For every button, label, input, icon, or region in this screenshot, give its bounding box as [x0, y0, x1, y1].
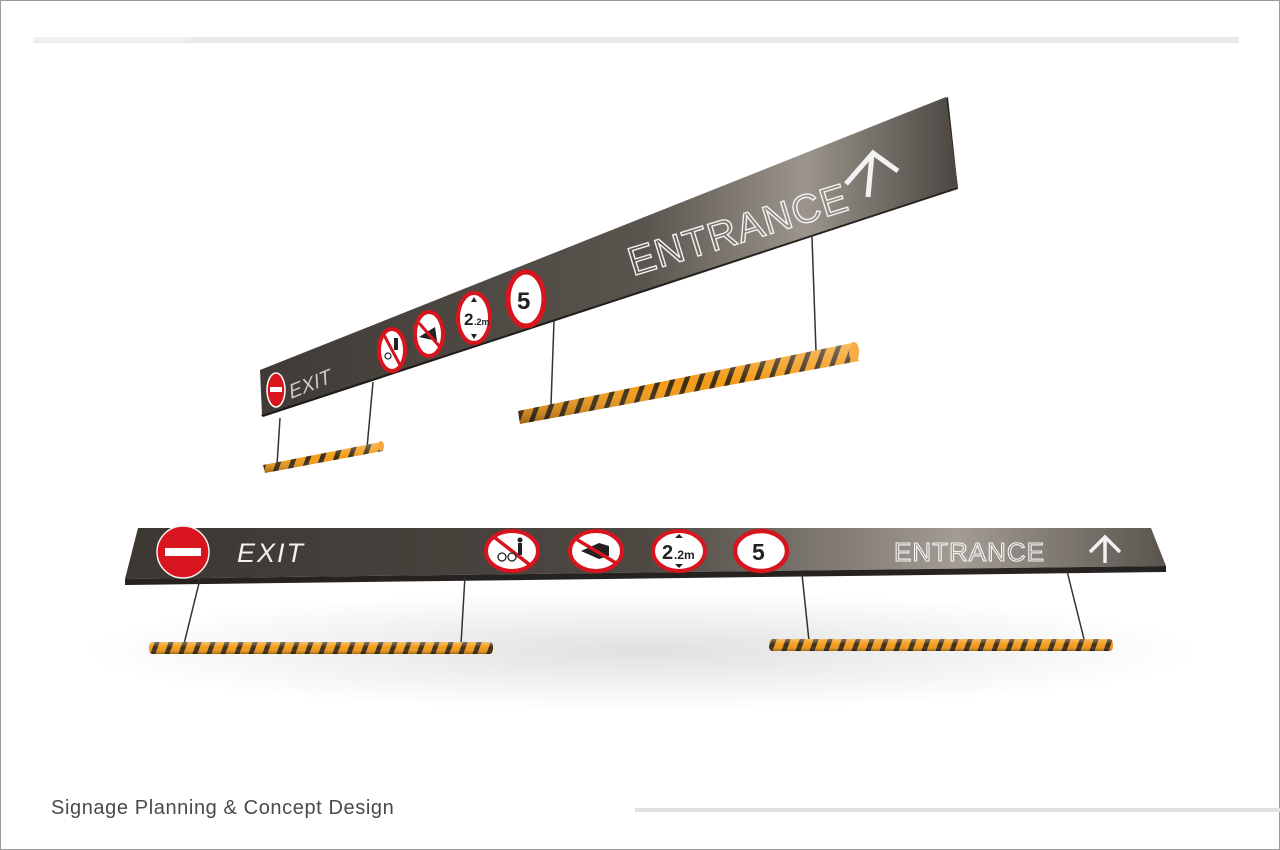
front-height-limit-small: .2m: [674, 548, 695, 562]
front-sign-shadow: [81, 591, 1201, 711]
perspective-height-limit-big: 2: [464, 310, 473, 329]
front-rod-2: [460, 575, 466, 645]
signage-render: EXIT 2 .2m 5: [81, 97, 1201, 711]
perspective-up-arrow-icon: [844, 149, 900, 198]
perspective-board-face: [260, 97, 958, 415]
front-entrance-label: ENTRANCE: [894, 537, 1045, 567]
front-height-limit-big: 2: [662, 542, 673, 564]
page-caption: Signage Planning & Concept Design: [51, 797, 395, 819]
front-sign: EXIT 2 .2m: [81, 525, 1201, 711]
top-divider: [33, 37, 1239, 43]
front-up-arrow-icon: [1088, 534, 1122, 563]
perspective-rod-2: [366, 381, 374, 449]
front-speed-limit-text: 5: [752, 539, 765, 565]
front-height-limit-icon: 2 .2m: [651, 529, 707, 573]
perspective-height-limit-small: .2m: [474, 317, 490, 327]
perspective-rod-1: [276, 417, 281, 466]
perspective-no-bicycles-pedestrians-icon: [377, 327, 407, 373]
front-rod-1: [183, 578, 201, 645]
front-no-bicycles-pedestrians-icon: [484, 529, 540, 573]
front-board-face: [125, 528, 1166, 579]
perspective-sign: EXIT 2 .2m 5: [260, 97, 958, 473]
front-board-edge: [125, 566, 1166, 585]
front-clearance-bar-left: [149, 642, 493, 654]
perspective-clearance-bar-small: [263, 441, 384, 473]
perspective-rod-3: [550, 320, 555, 406]
perspective-speed-limit-icon: 5: [505, 269, 547, 329]
front-rod-3: [801, 573, 810, 642]
perspective-speed-limit-text: 5: [517, 288, 530, 315]
front-no-entry-icon: [156, 525, 210, 579]
perspective-no-horn-icon: [413, 310, 445, 358]
perspective-no-entry-icon: [266, 372, 286, 408]
front-exit-label: EXIT: [237, 538, 306, 568]
front-rod-4: [1066, 570, 1085, 640]
perspective-clearance-bar-large: [518, 342, 859, 424]
front-speed-limit-icon: 5: [732, 528, 790, 574]
perspective-height-limit-icon: 2 .2m: [456, 291, 492, 345]
front-clearance-bar-right: [769, 639, 1113, 651]
front-no-horn-icon: [568, 529, 624, 573]
perspective-rod-4: [811, 236, 817, 352]
top-divider-accent: [33, 37, 191, 41]
bottom-divider: [635, 808, 1280, 812]
